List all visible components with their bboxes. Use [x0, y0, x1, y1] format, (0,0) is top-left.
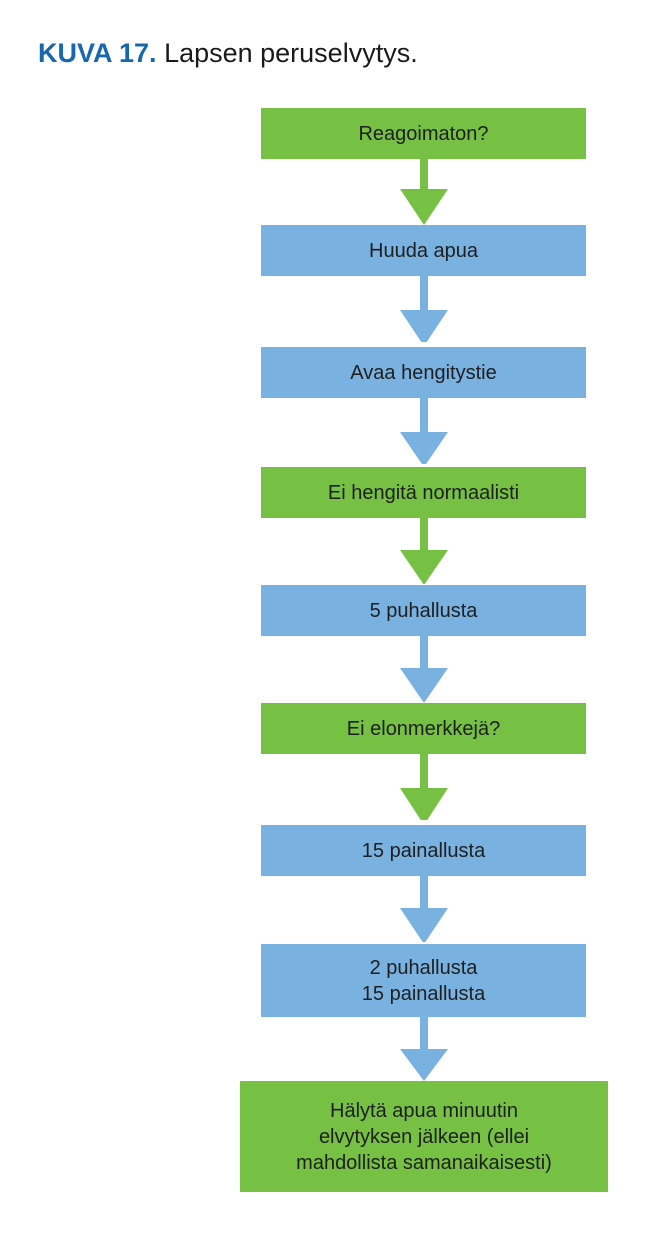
step-alert-help: Hälytä apua minuutin elvytyksen jälkeen …	[240, 1081, 608, 1192]
figure-caption: KUVA 17. Lapsen peruselvytys.	[38, 36, 418, 70]
step-unresponsive: Reagoimaton?	[261, 108, 586, 159]
step-open-airway: Avaa hengitystie	[261, 347, 586, 398]
step-call-for-help: Huuda apua	[261, 225, 586, 276]
arrow-down-icon	[400, 276, 448, 342]
arrow-down-icon	[400, 636, 448, 702]
arrow-down-icon	[400, 1017, 448, 1081]
step-breaths-and-compressions: 2 puhallusta 15 painallusta	[261, 944, 586, 1017]
figure-label: KUVA 17.	[38, 38, 157, 68]
step-not-breathing-normally: Ei hengitä normaalisti	[261, 467, 586, 518]
arrow-down-icon	[400, 876, 448, 942]
arrow-down-icon	[400, 518, 448, 584]
step-five-rescue-breaths: 5 puhallusta	[261, 585, 586, 636]
step-no-signs-of-life: Ei elonmerkkejä?	[261, 703, 586, 754]
arrow-down-icon	[400, 159, 448, 225]
figure-title: Lapsen peruselvytys.	[164, 38, 418, 68]
arrow-down-icon	[400, 398, 448, 464]
step-fifteen-compressions: 15 painallusta	[261, 825, 586, 876]
arrow-down-icon	[400, 754, 448, 820]
